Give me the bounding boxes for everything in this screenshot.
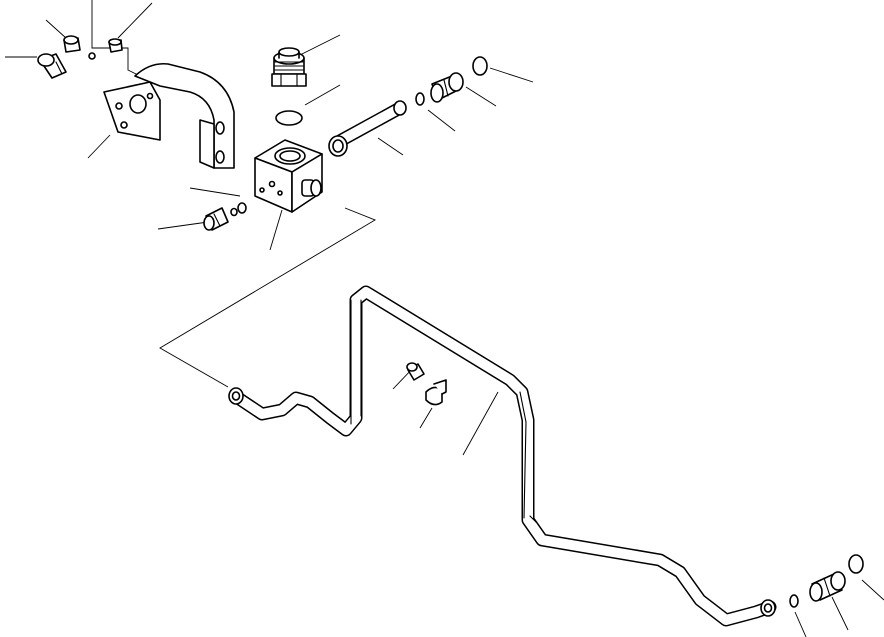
union-fitting-lower: [809, 571, 846, 602]
plug-bolt: [63, 35, 81, 53]
tube-assembly: [228, 285, 777, 627]
plug-fitting: [203, 207, 229, 231]
banjo-bolt: [37, 53, 67, 79]
tube-clip: [425, 379, 447, 406]
o-ring: [472, 56, 488, 76]
leader-lines: [5, 0, 884, 637]
junction-block: [254, 139, 323, 213]
union-fitting-upper: [430, 72, 464, 103]
mounting-bracket: [103, 62, 235, 169]
top-adapter-fitting: [271, 47, 307, 87]
bracket-hole: [129, 94, 147, 114]
short-tube: [328, 100, 407, 157]
small-screw: [108, 38, 123, 53]
clamp-bolt: [406, 362, 425, 381]
washer: [230, 207, 238, 217]
o-ring: [237, 202, 247, 214]
o-ring: [789, 594, 799, 608]
o-ring: [415, 92, 425, 106]
o-ring: [848, 554, 864, 574]
washer: [88, 52, 96, 60]
o-ring-top: [275, 110, 303, 126]
